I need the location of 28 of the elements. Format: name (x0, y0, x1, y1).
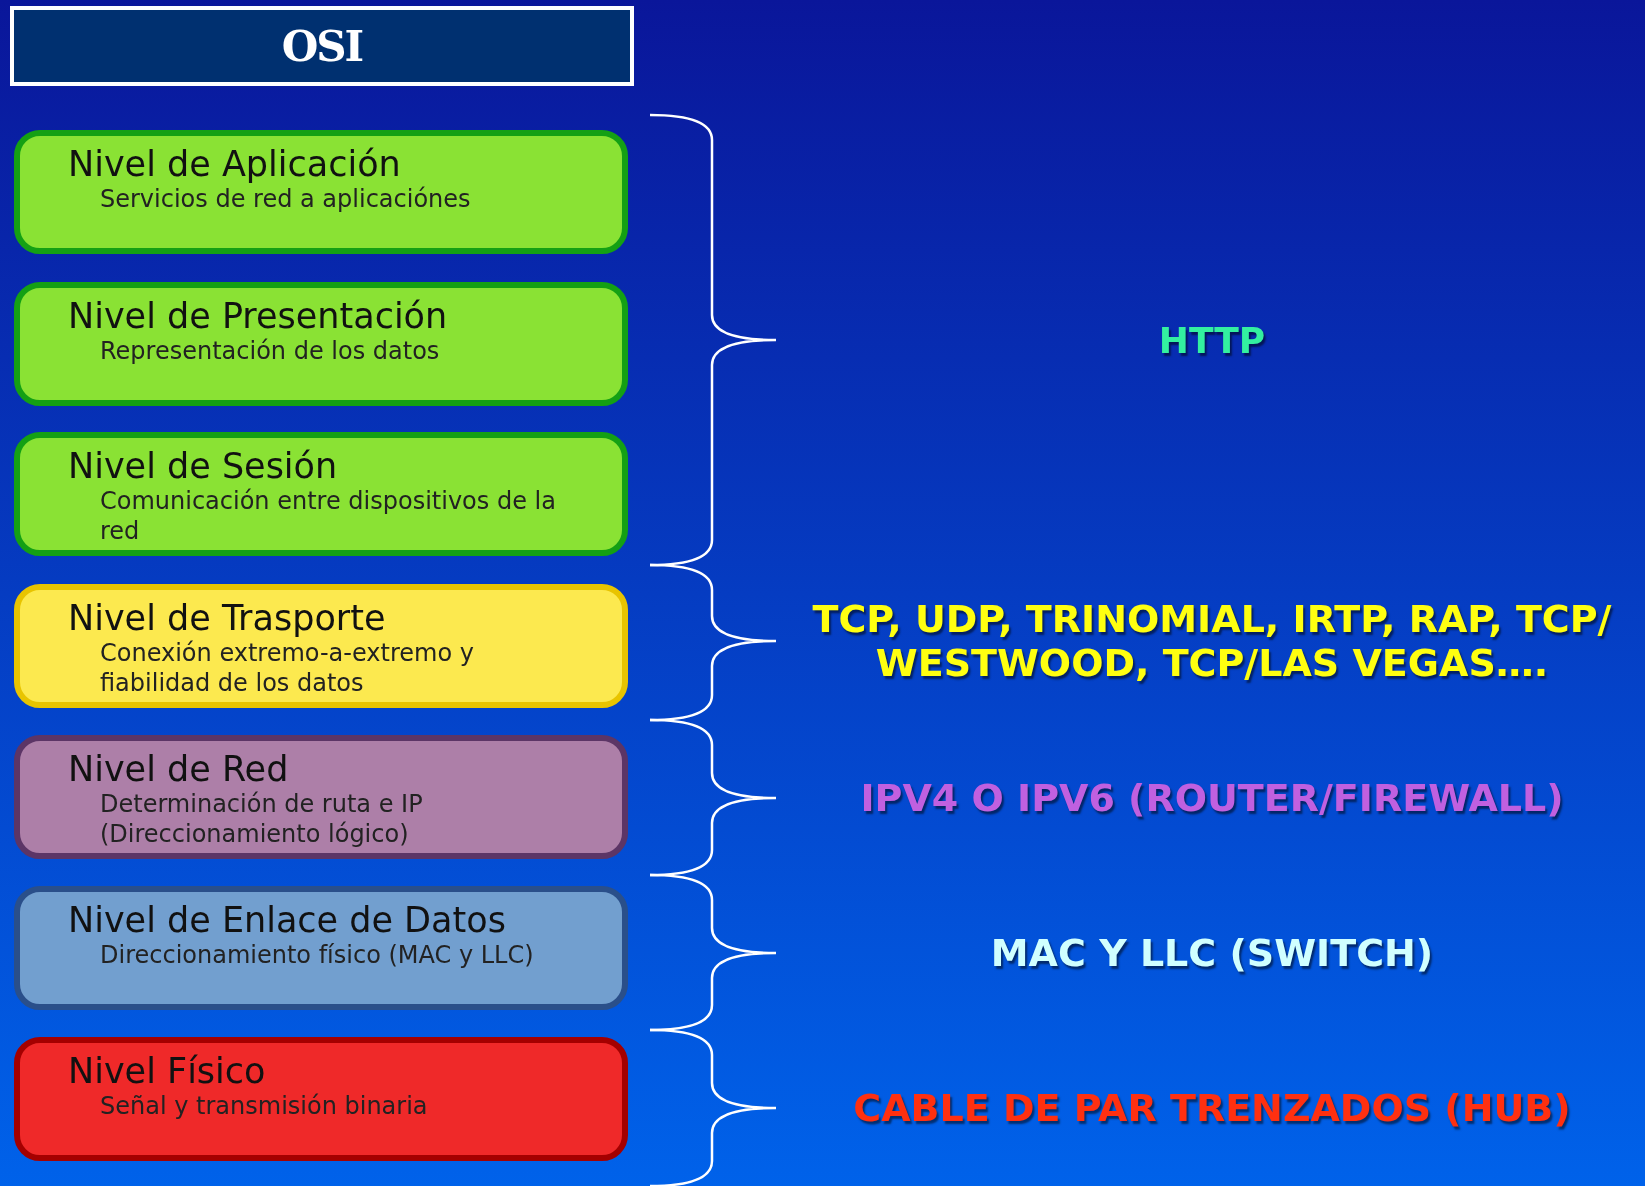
protocol-text: MAC Y LLC (SWITCH) (989, 931, 1435, 975)
layer-description: Direccionamiento físico (MAC y LLC) (100, 940, 535, 970)
layer-description: Comunicación entre dispositivos de la red (100, 486, 557, 546)
layer-name: Nivel de Red (68, 749, 290, 789)
layer-description: Servicios de red a aplicaciónes (100, 184, 472, 214)
layer-box (14, 130, 628, 254)
title-box (10, 6, 634, 86)
layer-box (14, 1037, 628, 1161)
layer-box (14, 735, 628, 859)
layer-description: Representación de los datos (100, 336, 441, 366)
layer-box (14, 432, 628, 556)
layer-name: Nivel Físico (68, 1051, 267, 1091)
layer-name: Nivel de Sesión (68, 446, 339, 486)
layer-name: Nivel de Trasporte (68, 598, 387, 638)
layer-box (14, 886, 628, 1010)
layer-name: Nivel de Aplicación (68, 144, 402, 184)
protocol-text: HTTP (1157, 319, 1267, 361)
protocol-text: TCP, UDP, TRINOMIAL, IRTP, RAP, TCP/ WESTWOOD, TCP/LAS VEGAS…. (811, 597, 1613, 685)
layer-name: Nivel de Enlace de Datos (68, 900, 507, 940)
layer-name: Nivel de Presentación (68, 296, 449, 336)
title-text: OSI (281, 21, 363, 71)
protocol-text: IPV4 O IPV6 (ROUTER/FIREWALL) (859, 776, 1565, 820)
layer-box (14, 584, 628, 708)
layer-box (14, 282, 628, 406)
protocol-text: CABLE DE PAR TRENZADOS (HUB) (852, 1086, 1572, 1130)
layer-description: Determinación de ruta e IP (Direccionamiento lógico) (100, 789, 424, 849)
layer-description: Señal y transmisión binaria (100, 1091, 429, 1121)
layer-description: Conexión extremo-a-extremo y fiabilidad de los datos (100, 638, 475, 698)
